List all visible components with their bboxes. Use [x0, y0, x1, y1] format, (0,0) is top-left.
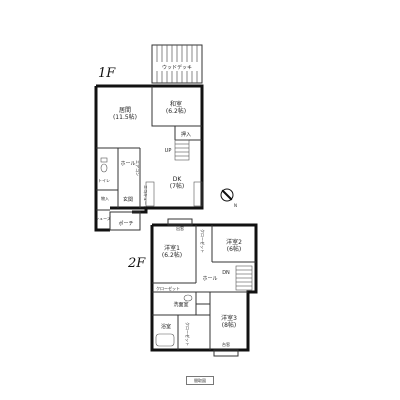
- footer-caption: 間取図: [186, 376, 214, 385]
- closet-mid-label: クローゼット: [185, 322, 191, 346]
- deck-label: ウッドデッキ: [162, 64, 192, 71]
- aircon-label: エアコン: [135, 160, 140, 176]
- yoshitsu2-size: (6帖): [227, 245, 242, 253]
- compass-n-label: N: [234, 203, 237, 208]
- yoshitsu1-size: (6.2帖): [162, 251, 182, 259]
- washitsu-size: (6.2帖): [166, 107, 186, 115]
- living-label: 居間: [119, 107, 131, 114]
- porch-label: ポーチ: [118, 220, 133, 227]
- bath-label: 浴室: [161, 323, 171, 330]
- floor-label-1f: 1F: [98, 66, 116, 81]
- walls-1f: [94, 84, 204, 232]
- closet-top-label: クローゼット: [200, 229, 206, 253]
- dai-label: 台窓: [222, 341, 230, 347]
- washitsu-label: 和室: [170, 100, 182, 108]
- eco-label: エコキュート: [143, 185, 148, 209]
- hall-1f-label: ホール: [120, 161, 135, 167]
- up-label: UP: [165, 148, 172, 154]
- yoshitsu3-label: 洋室3: [221, 314, 237, 322]
- oshiire-label: 押入: [181, 131, 191, 138]
- dk-size: (7帖): [170, 182, 185, 190]
- entrance-label: 玄関: [123, 196, 133, 203]
- demado-label: 出窓: [176, 225, 184, 231]
- storage-label: 物入: [101, 195, 109, 201]
- walls-2f: [150, 218, 258, 357]
- yoshitsu3-size: (8帖): [222, 321, 237, 329]
- hall-2f-label: ホール: [202, 276, 217, 282]
- wood-deck: ウッドデッキ: [151, 44, 203, 84]
- senmen-label: 洗面室: [173, 301, 188, 308]
- shoe-label: シューズ: [95, 215, 111, 221]
- dn-label: DN: [222, 270, 230, 276]
- toilet-label: トイレ: [98, 178, 110, 183]
- yoshitsu1-label: 洋室1: [164, 244, 180, 252]
- compass-icon: N: [220, 188, 237, 208]
- yoshitsu2-label: 洋室2: [226, 238, 242, 246]
- living-size: (11.5帖): [113, 113, 137, 121]
- dk-label: DK: [173, 176, 183, 183]
- floor-label-2f: 2F: [127, 256, 146, 271]
- closet-left-label: クローゼット: [156, 285, 180, 291]
